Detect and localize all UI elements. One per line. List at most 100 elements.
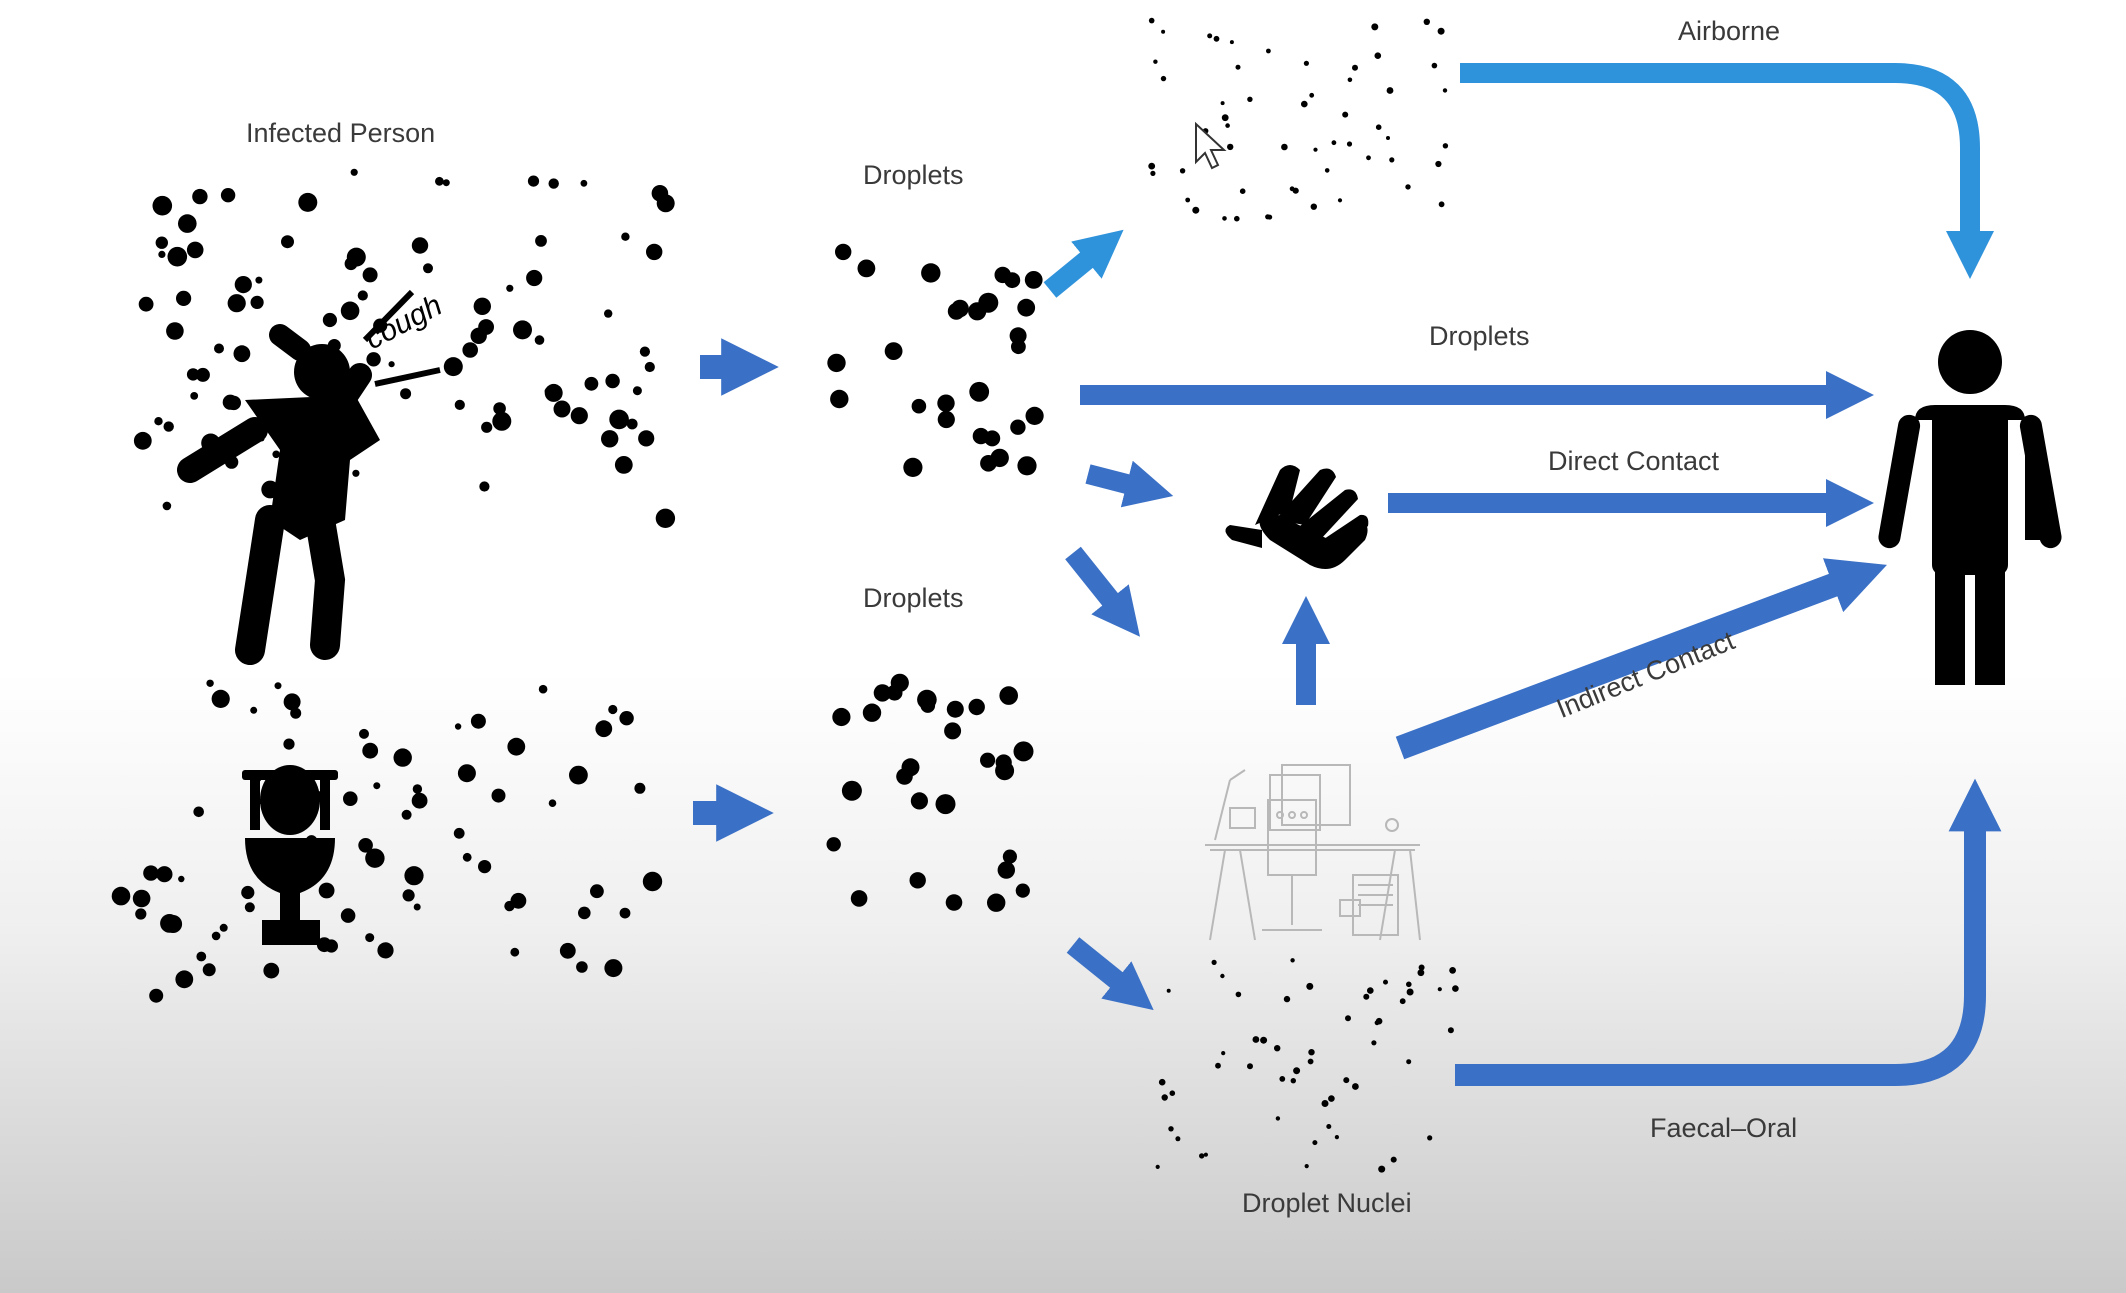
label-droplets-route: Droplets	[1429, 321, 1530, 351]
droplet-dot	[576, 961, 588, 973]
droplet-dot	[1352, 1083, 1359, 1090]
droplet-dot	[590, 884, 604, 899]
droplet-dot	[1449, 967, 1456, 974]
droplet-dot	[1374, 1020, 1380, 1026]
droplet-dot	[951, 299, 969, 318]
droplet-dot	[1383, 979, 1388, 985]
droplet-dot	[619, 907, 631, 919]
droplet-dot	[559, 942, 576, 959]
droplet-dot	[832, 707, 851, 727]
droplet-dot	[903, 457, 923, 477]
droplet-dot	[366, 352, 381, 367]
droplet-dot	[377, 942, 394, 959]
droplet-dot	[454, 399, 465, 410]
droplet-dot	[1266, 48, 1271, 54]
droplet-dot	[1211, 959, 1217, 966]
droplet-dot	[1313, 147, 1318, 152]
droplet-dot	[1199, 1153, 1205, 1159]
droplet-dot	[1346, 141, 1353, 147]
hand-icon	[1225, 465, 1369, 569]
droplet-dot	[1367, 987, 1374, 994]
droplet-dot	[604, 959, 623, 978]
label-airborne: Airborne	[1678, 16, 1781, 46]
cough-spray-cloud	[133, 168, 676, 528]
droplet-dot	[644, 361, 655, 373]
droplet-dot	[506, 284, 514, 292]
droplet-dot	[595, 720, 613, 738]
droplet-dot	[1328, 1095, 1335, 1102]
droplet-dot	[281, 235, 294, 249]
droplet-dot	[920, 698, 936, 713]
droplet-dot	[1405, 184, 1411, 190]
droplet-dot	[980, 455, 997, 472]
droplet-dot	[1438, 201, 1445, 208]
droplet-dot	[255, 276, 263, 284]
droplet-dot	[1347, 77, 1353, 83]
droplet-dot	[1239, 188, 1246, 194]
droplet-dot	[473, 297, 491, 315]
droplet-dot	[1220, 101, 1225, 106]
droplet-dot	[526, 269, 543, 287]
droplet-dot	[340, 908, 356, 923]
droplet-dot	[1203, 1152, 1208, 1157]
arrow-droplets-to-hand	[1085, 460, 1174, 508]
droplet-dot	[548, 178, 559, 189]
droplet-dot	[969, 381, 990, 402]
droplet-dot	[443, 357, 463, 377]
droplet-dot	[195, 367, 210, 382]
droplet-dot	[1423, 18, 1431, 25]
droplet-dot	[634, 782, 646, 794]
droplet-dot	[1222, 216, 1227, 221]
droplet-dot	[1013, 741, 1034, 762]
droplet-dot	[411, 792, 428, 809]
droplet-dot	[193, 806, 204, 818]
droplet-dot	[1452, 985, 1459, 992]
droplet-dot	[826, 837, 841, 852]
droplet-dot	[1158, 1078, 1166, 1086]
droplet-dot	[412, 784, 423, 794]
arrow-indirect-contact	[1395, 558, 1887, 760]
droplet-dot	[1337, 198, 1343, 203]
droplet-dot	[343, 791, 358, 806]
droplet-dot	[1310, 203, 1318, 210]
droplet-dot	[400, 388, 412, 400]
coughing-person-icon	[177, 289, 441, 665]
droplet-dot	[937, 410, 955, 429]
droplet-dot	[1150, 170, 1156, 176]
droplet-dot	[580, 179, 588, 187]
transmission-arrows	[693, 63, 2002, 1086]
droplet-dot	[1235, 64, 1241, 70]
droplet-dot	[621, 232, 630, 241]
droplet-dot	[548, 799, 557, 807]
droplet-dot	[1247, 1063, 1253, 1070]
droplet-dot	[1406, 981, 1412, 988]
droplet-dot	[132, 889, 151, 908]
droplet-dot	[1378, 1165, 1386, 1173]
droplet-dot	[841, 780, 862, 801]
droplet-dot	[1017, 298, 1036, 317]
droplet-dot	[1399, 998, 1406, 1005]
droplet-dot	[186, 241, 204, 259]
droplet-dot	[1161, 1094, 1168, 1101]
droplet-dot	[1326, 1124, 1332, 1129]
droplet-dot	[1179, 168, 1186, 174]
droplet-dot	[222, 394, 238, 410]
droplet-dot	[850, 890, 868, 907]
droplet-dot	[1343, 1077, 1350, 1084]
droplet-dot	[946, 700, 964, 718]
droplet-dot	[167, 246, 188, 267]
droplet-dot	[1017, 456, 1037, 476]
droplet-dot	[1308, 1049, 1315, 1056]
droplet-dot	[1160, 75, 1167, 82]
droplet-dot	[1307, 1058, 1314, 1065]
droplet-dot	[1309, 92, 1315, 98]
arrow-droplets-to-nuclei	[1066, 937, 1154, 1011]
droplet-dot	[642, 871, 663, 892]
droplet-dot	[1312, 1140, 1318, 1146]
droplet-dot	[1148, 162, 1156, 170]
droplet-dot	[401, 809, 412, 820]
droplet-dot	[393, 748, 412, 767]
droplet-dot	[910, 792, 929, 810]
droplet-dot	[365, 933, 375, 943]
